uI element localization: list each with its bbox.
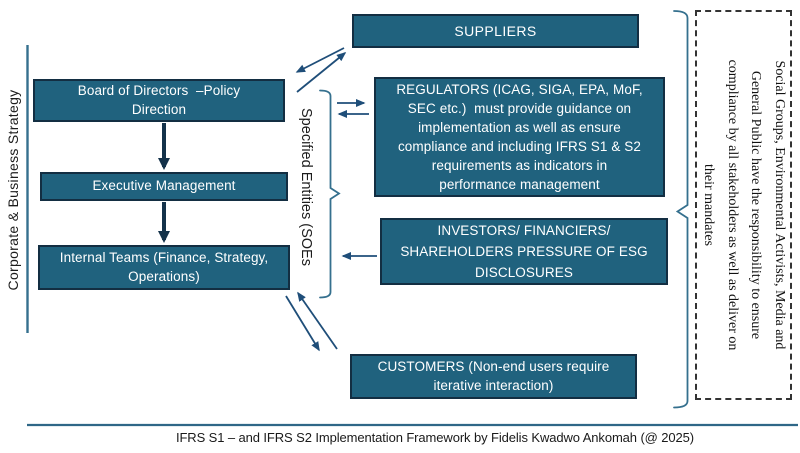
soe-brace <box>319 89 341 299</box>
public-stakeholders-text: Social Groups, Environmental Activists, … <box>701 59 788 351</box>
specified-entities-label: Specified Entities (SOEs <box>298 108 314 266</box>
regulators-box: REGULATORS (ICAG, SIGA, EPA, MoF, SEC et… <box>374 77 665 197</box>
executive-management-box: Executive Management <box>40 172 288 201</box>
stakeholders-brace <box>673 10 689 409</box>
customers-box: CUSTOMERS (Non-end users require iterati… <box>350 354 637 399</box>
suppliers-box: SUPPLIERS <box>352 14 639 48</box>
investors-box: INVESTORS/ FINANCIERS/ SHAREHOLDERS PRES… <box>380 218 668 285</box>
arrow-suppliers-to-board <box>295 47 345 73</box>
arrow-customers-to-internal <box>297 291 338 350</box>
arrow-internal-to-customers <box>285 295 320 352</box>
public-stakeholders-panel <box>695 10 792 400</box>
corporate-strategy-axis-label: Corporate & Business Strategy <box>5 89 21 291</box>
internal-teams-box: Internal Teams (Finance, Strategy, Opera… <box>38 245 290 290</box>
board-of-directors-box: Board of Directors –Policy Direction <box>33 79 285 122</box>
arrow-board-to-suppliers <box>296 52 347 93</box>
diagram-caption: IFRS S1 – and IFRS S2 Implementation Fra… <box>175 430 695 445</box>
